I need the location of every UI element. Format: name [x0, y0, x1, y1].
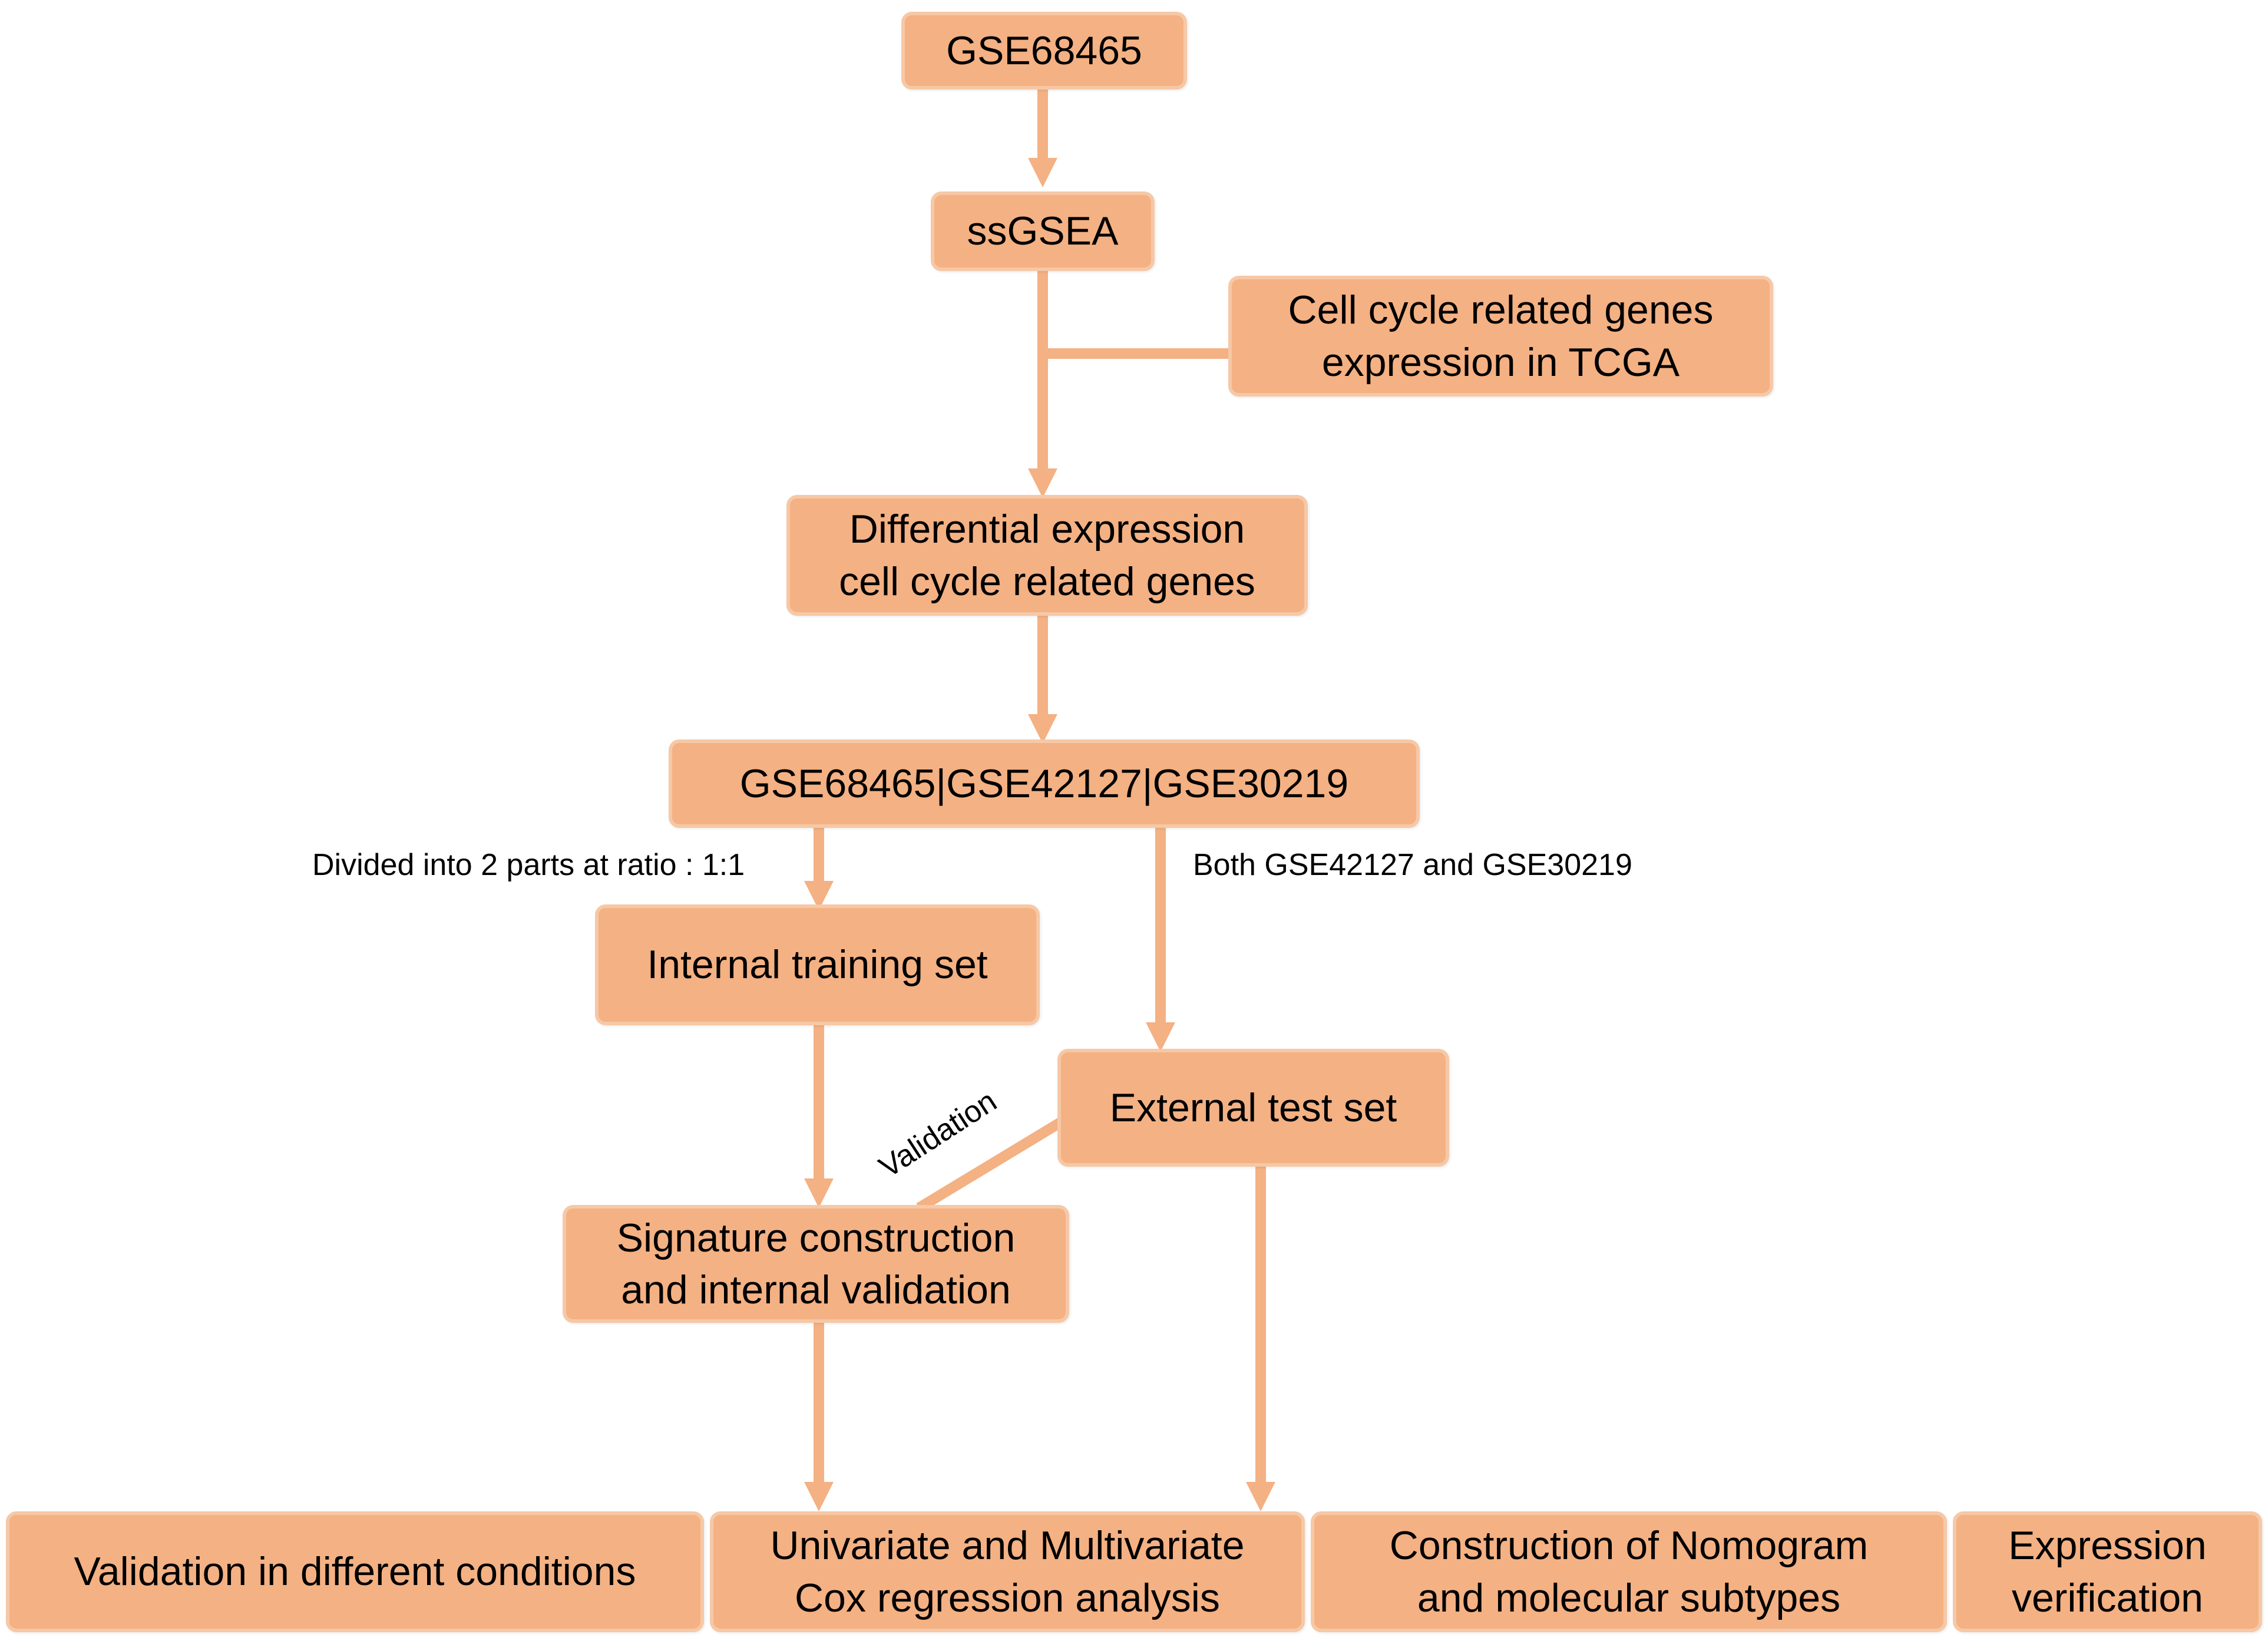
arrowhead	[1246, 1482, 1275, 1511]
node-signature-construction: Signature construction and internal vali…	[563, 1205, 1069, 1323]
arrowhead	[804, 1178, 834, 1208]
node-merged-datasets: GSE68465|GSE42127|GSE30219	[669, 739, 1420, 828]
node-ssgsea: ssGSEA	[931, 191, 1155, 271]
arrowhead	[804, 881, 834, 910]
arrowhead	[804, 1482, 834, 1511]
node-internal-training: Internal training set	[595, 904, 1040, 1025]
node-cox-regression: Univariate and Multivariate Cox regressi…	[710, 1511, 1305, 1632]
node-external-test: External test set	[1057, 1049, 1449, 1167]
arrowhead	[1028, 468, 1057, 498]
node-validation-conditions: Validation in different conditions	[6, 1511, 704, 1632]
edge-label-divided: Divided into 2 parts at ratio : 1:1	[312, 848, 745, 882]
node-differential-expression: Differential expression cell cycle relat…	[786, 495, 1308, 616]
node-expression-verification: Expression verification	[1953, 1511, 2262, 1632]
arrowhead	[1146, 1022, 1175, 1052]
edge-external-signature	[916, 1118, 1063, 1213]
node-tcga: Cell cycle related genes expression in T…	[1228, 276, 1773, 397]
edge-label-both: Both GSE42127 and GSE30219	[1193, 848, 1632, 882]
node-gse68465: GSE68465	[901, 12, 1187, 90]
arrowhead	[1028, 158, 1057, 187]
arrowhead	[1028, 714, 1057, 744]
node-nomogram: Construction of Nomogram and molecular s…	[1311, 1511, 1947, 1632]
